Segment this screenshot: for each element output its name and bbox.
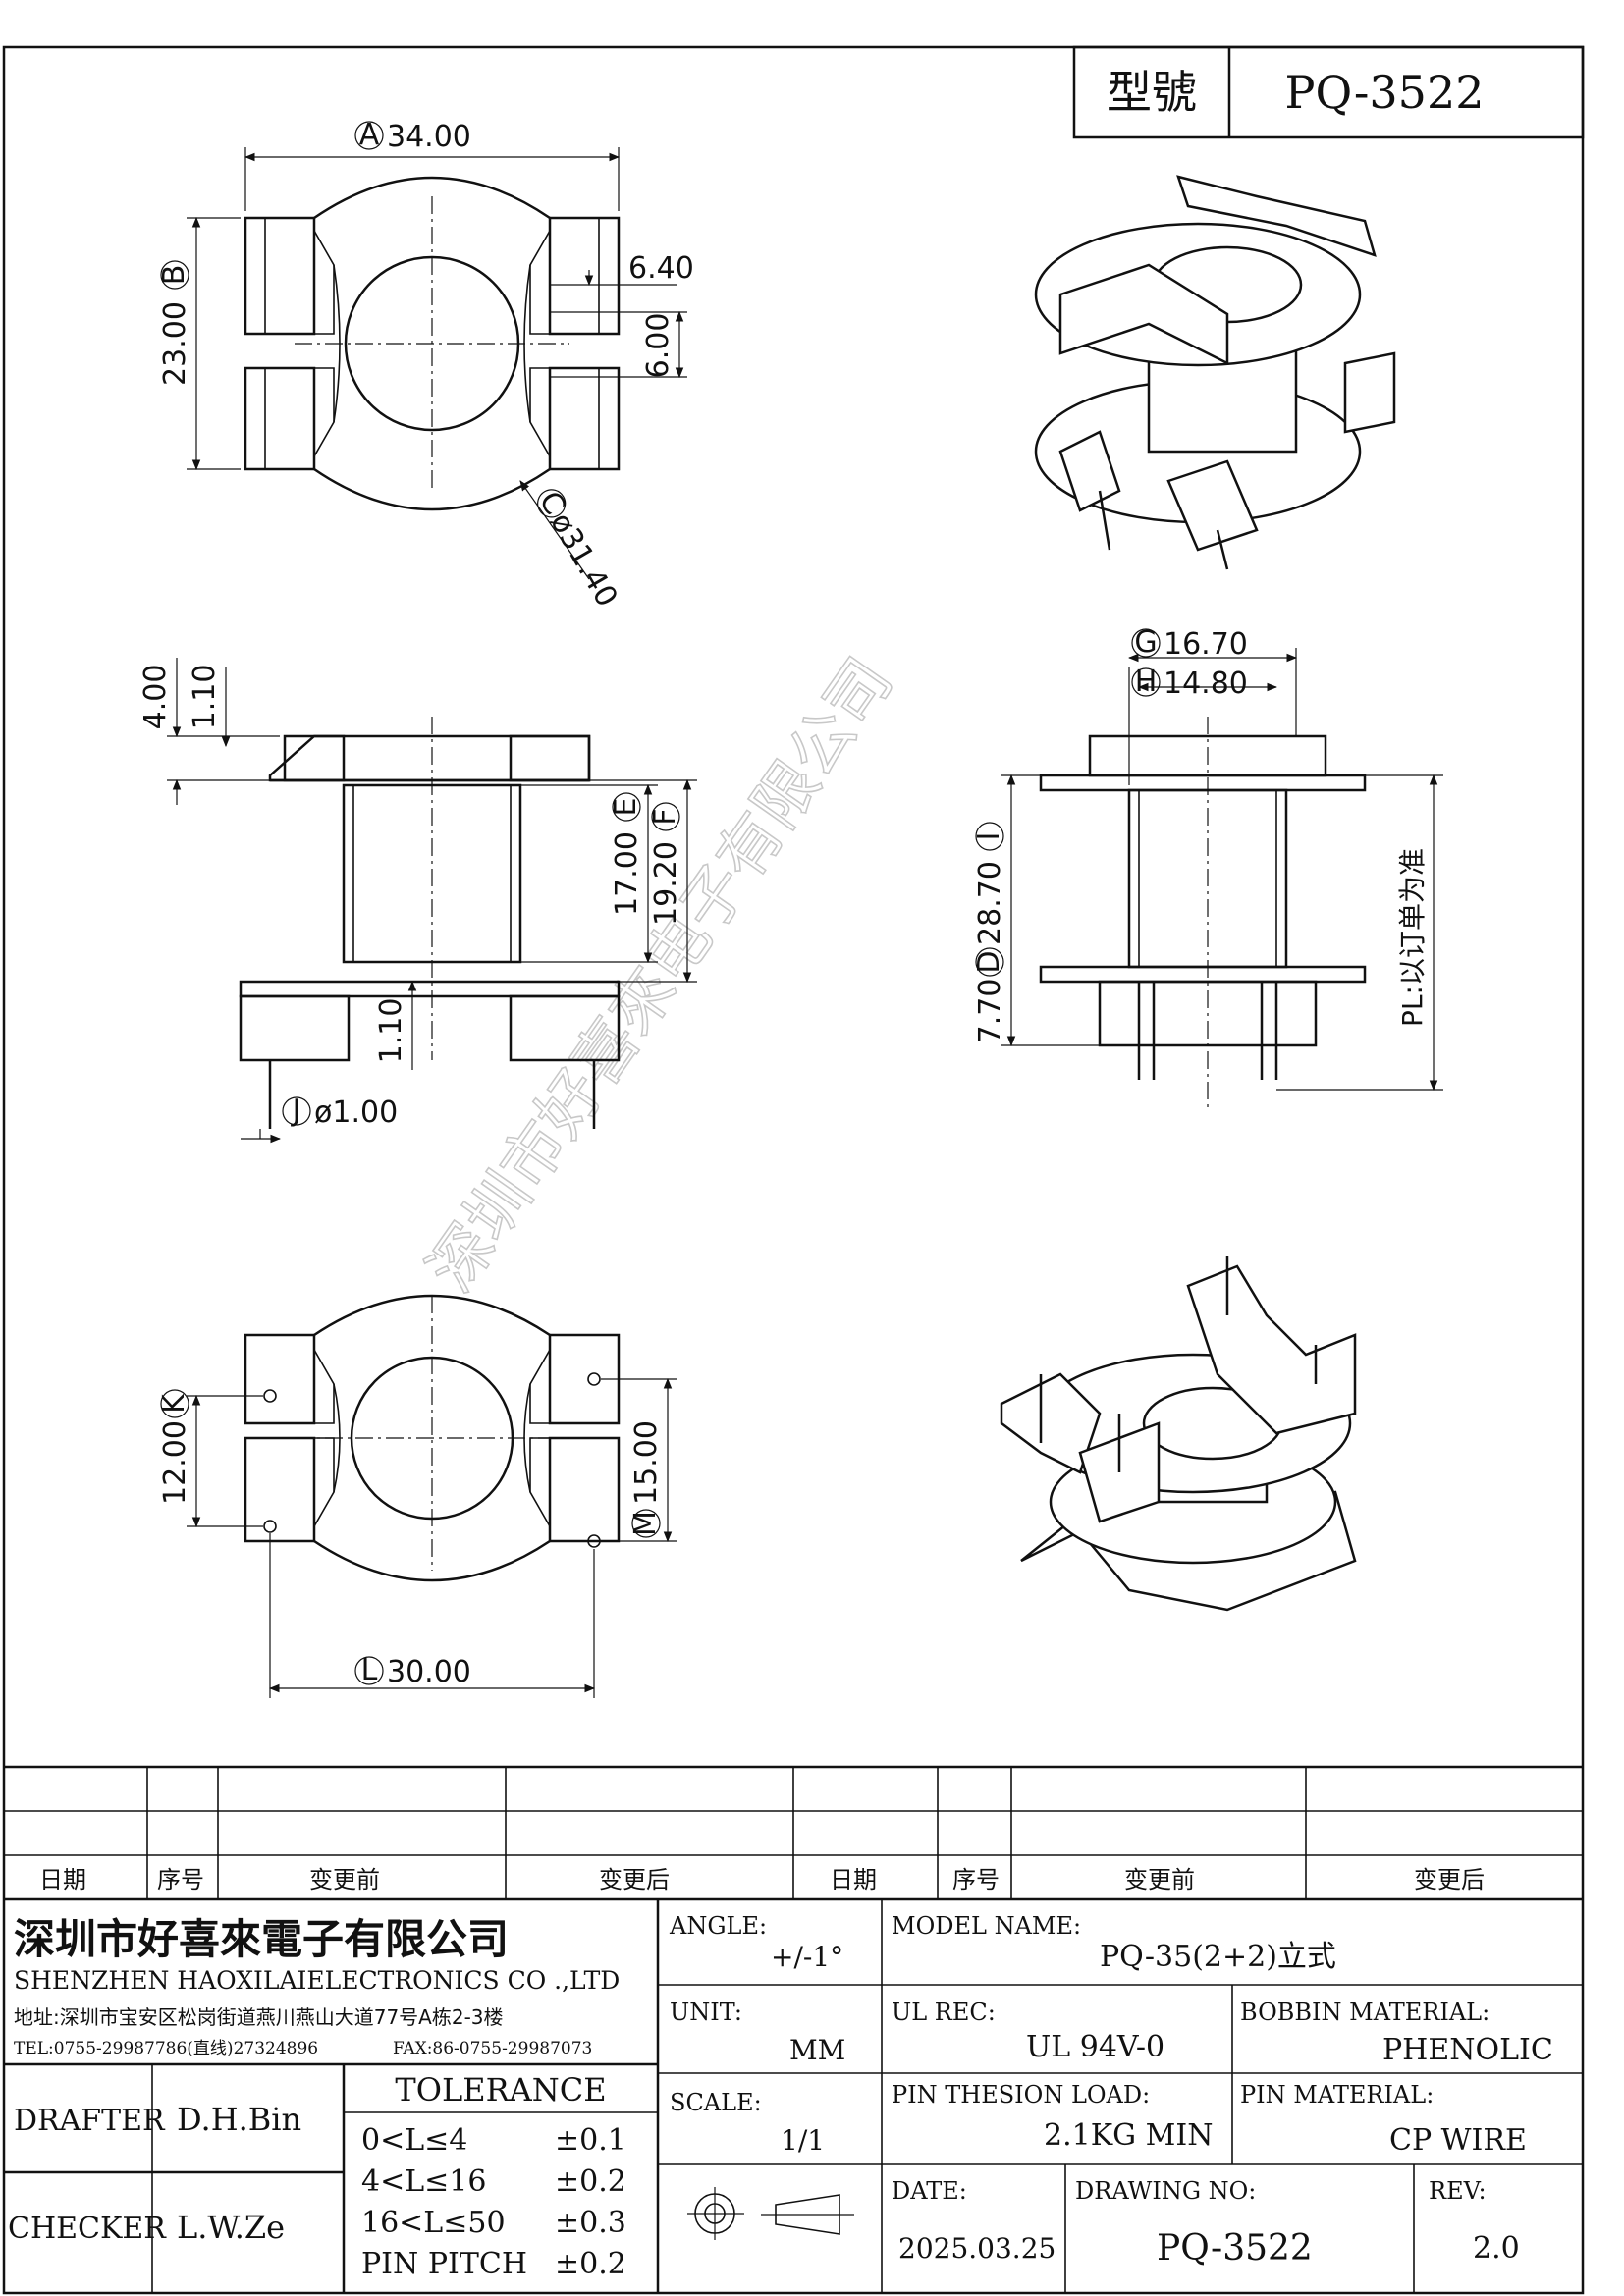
marker-a: A [359,118,380,152]
marker-m: M [628,1511,663,1536]
rev-col-before-2: 变更前 [1124,1866,1195,1894]
marker-k: K [157,1393,191,1414]
unit-label: UNIT: [670,1999,742,2026]
drawing-no-value: PQ-3522 [1157,2228,1313,2269]
dim-ef-value: 19.20 [649,841,683,926]
bobbin-material-value: PHENOLIC [1382,2033,1553,2067]
dim-c-value: ø31.40 [543,507,623,614]
marker-g: G [1134,625,1157,660]
title-block: 深圳市好喜來電子有限公司 SHENZHEN HAOXILAIELECTRONIC… [4,1899,1583,2293]
marker-i: I [972,832,1006,841]
pin-material-value: CP WIRE [1389,2123,1527,2158]
pin-material-label: PIN MATERIAL: [1240,2081,1434,2109]
angle-value: +/-1° [771,1941,843,1973]
company-name-cn: 深圳市好喜來電子有限公司 [14,1915,509,1963]
dim-g-value: 16.70 [1164,627,1248,662]
pin-load-label: PIN THESION LOAD: [892,2081,1150,2109]
angle-label: ANGLE: [669,1912,767,1940]
watermark: 深圳市好喜來电子有限公司 [414,646,906,1306]
tolerance-value-3: ±0.3 [555,2206,626,2240]
dim-l-value: 30.00 [387,1655,471,1689]
projection-symbol [687,2187,854,2240]
ul-rec-label: UL REC: [892,1999,996,2026]
dim-h-value: 14.80 [1164,667,1248,701]
dim-slot-width: 6.40 [628,251,694,286]
unit-value: MM [789,2034,845,2066]
scale-value: 1/1 [781,2124,825,2157]
dim-b-value: 23.00 [158,301,192,386]
dim-i-value: 28.70 [973,861,1007,945]
model-header-box: 型號 PQ-3522 [1072,45,1585,139]
checker-label: CHECKER [8,2212,167,2246]
rev-col-date-2: 日期 [830,1866,877,1894]
model-label: 型號 [1107,66,1197,119]
pl-note: PL:以订单为准 [1396,848,1429,1027]
sheet-border [2,45,1585,2295]
dim-d-value: 4.00 [138,665,173,730]
company-address: 地址:深圳市宝安区松岗街道燕川燕山大道77号A栋2-3楼 [14,2005,504,2029]
ul-rec-value: UL 94V-0 [1026,2030,1164,2064]
bobbin-material-label: BOBBIN MATERIAL: [1240,1999,1489,2026]
rev-col-after-2: 变更后 [1414,1866,1485,1894]
drawing-no-label: DRAWING NO: [1075,2177,1256,2205]
dim-pin-diameter: ø1.00 [314,1095,398,1130]
isometric-view-top [1034,175,1396,570]
marker-l: L [361,1653,378,1687]
bottom-view: 12.00 K 15.00 M L 30.00 [157,1294,677,1698]
rev-label: REV: [1429,2177,1487,2205]
dim-m-value: 15.00 [629,1420,664,1505]
isometric-view-bottom [1000,1256,1357,1612]
rev-col-after-1: 变更后 [599,1866,670,1894]
side-view: G 16.70 H 14.80 28.70 I 7.70 D PL:以订单为准 [972,625,1443,1109]
marker-d: D [972,950,1006,973]
tolerance-title: TOLERANCE [395,2071,606,2109]
model-name-value: PQ-35(2+2)立式 [1100,1940,1336,1974]
marker-e: E [609,798,643,817]
dim-j-value: 7.70 [973,979,1007,1044]
rev-value: 2.0 [1473,2231,1520,2266]
model-value: PQ-3522 [1285,66,1485,119]
scale-label: SCALE: [670,2089,762,2116]
date-label: DATE: [892,2177,967,2205]
front-view: 4.00 1.10 17.00 E 19.20 F 1.10 [138,658,697,1144]
company-fax: FAX:86-0755-29987073 [393,2039,592,2058]
dim-slot-height: 6.00 [641,313,676,379]
company-tel: TEL:0755-29987786(直线)27324896 [14,2039,318,2058]
drafter-label: DRAFTER [14,2104,166,2138]
tolerance-value-4: ±0.2 [555,2247,626,2281]
rev-col-no-1: 序号 [157,1866,204,1894]
tolerance-range-1: 0<L≤4 [361,2123,467,2158]
date-value: 2025.03.25 [898,2232,1056,2265]
marker-h: H [1135,665,1158,699]
dim-top-1: 1.10 [188,665,222,730]
dim-k-value: 12.00 [158,1420,192,1505]
checker-name: L.W.Ze [177,2209,285,2246]
tolerance-range-2: 4<L≤16 [361,2164,486,2199]
tolerance-value-1: ±0.1 [555,2123,626,2158]
revision-table: 日期 序号 变更前 变更后 日期 序号 变更前 变更后 [4,1765,1583,1901]
model-name-label: MODEL NAME: [892,1912,1081,1940]
dim-a-value: 34.00 [387,120,471,154]
drafter-name: D.H.Bin [177,2101,301,2138]
rev-col-before-1: 变更前 [309,1866,380,1894]
rev-col-no-2: 序号 [952,1866,1000,1894]
tolerance-range-3: 16<L≤50 [361,2206,506,2240]
dim-e-value: 17.00 [610,831,644,916]
tolerance-value-2: ±0.2 [555,2164,626,2199]
rev-col-date-1: 日期 [39,1866,86,1894]
marker-b: B [157,265,191,286]
company-name-en: SHENZHEN HAOXILAIELECTRONICS CO .,LTD [14,1966,620,1995]
dim-bottom-1: 1.10 [374,998,408,1064]
top-view: A 34.00 23.00 B 6.40 6.00 ø31.40 C [157,118,694,613]
marker-j: J [291,1094,301,1128]
pin-load-value: 2.1KG MIN [1044,2118,1213,2153]
tolerance-range-4: PIN PITCH [361,2247,527,2281]
marker-f: F [648,808,682,825]
